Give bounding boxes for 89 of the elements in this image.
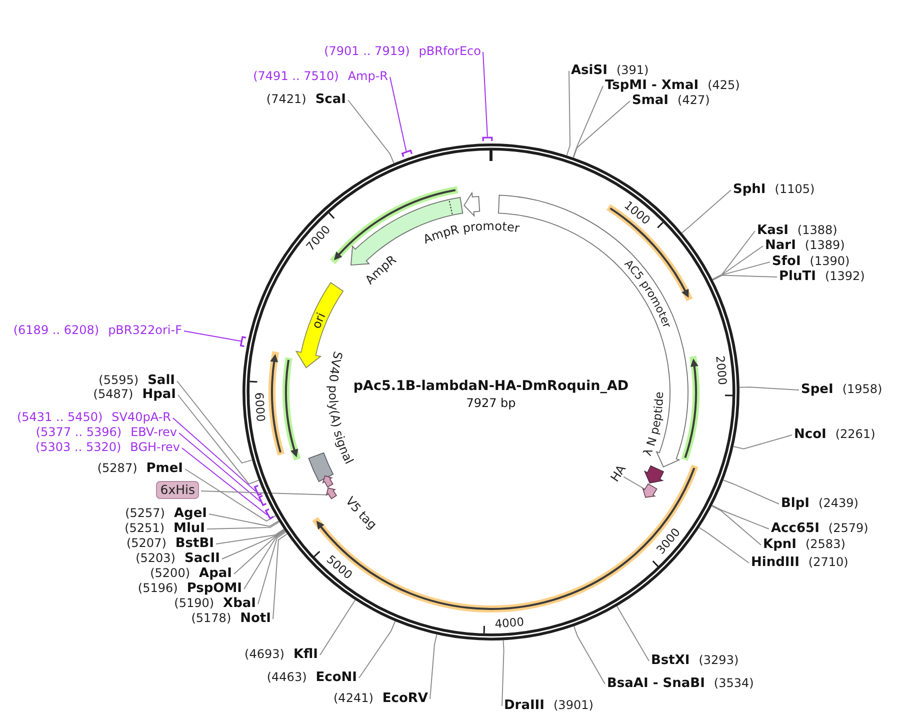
leader-line	[482, 52, 488, 138]
scale-label: 2000	[713, 355, 730, 386]
restriction-site-label: NarI (1389)	[765, 236, 845, 254]
restriction-site-label: PluTI (1392)	[779, 267, 865, 285]
leader-line	[184, 468, 276, 522]
primer-label: (7901 .. 7919) pBRforEco	[324, 42, 481, 60]
leader-line	[178, 394, 260, 485]
leader-line	[184, 330, 242, 342]
leader-line	[681, 190, 732, 234]
leader-line	[566, 70, 570, 156]
leader-line	[200, 490, 328, 496]
feature-label: AmpR promoter	[421, 218, 520, 247]
leader-line	[258, 532, 286, 604]
primer-label: (6189 .. 6208) pBR322ori-F	[13, 321, 182, 339]
leader-line	[738, 386, 800, 390]
leader-line	[502, 640, 504, 706]
leader-line	[573, 100, 630, 158]
restriction-site-label: (5251) MluI	[124, 519, 205, 537]
restriction-site-label: TspMI - XmaI (425)	[605, 76, 740, 94]
restriction-site-label: (7421) ScaI	[266, 90, 346, 108]
feature-label: HA	[608, 462, 629, 484]
leader-line	[206, 521, 280, 530]
restriction-site-label: BstXI (3293)	[651, 651, 739, 669]
leader-line	[712, 504, 770, 530]
restriction-site-label: DraIII (3901)	[504, 696, 594, 714]
restriction-site-label: (4693) KflI	[244, 645, 318, 663]
leader-line	[272, 533, 288, 620]
primer-label: (5377 .. 5396) EBV-rev	[36, 423, 177, 441]
restriction-site-label: AsiSI (391)	[571, 61, 649, 79]
leader-line	[348, 100, 394, 164]
restriction-site-label: SphI (1105)	[733, 180, 815, 198]
tag-feature	[326, 487, 337, 500]
leader-line	[616, 606, 650, 662]
leader-line	[732, 434, 792, 450]
leader-line	[320, 600, 356, 656]
restriction-site-label: (5287) PmeI	[97, 459, 183, 477]
restriction-site-label: SmaI (427)	[632, 91, 710, 109]
restriction-site-label: (5200) ApaI	[150, 564, 232, 582]
scale-label: 4000	[494, 614, 524, 631]
leader-line	[572, 86, 604, 158]
leader-line	[208, 514, 280, 527]
restriction-site-label: (4241) EcoRV	[334, 689, 428, 707]
leader-line	[698, 527, 750, 564]
restriction-site-label: (5257) AgeI	[125, 504, 207, 522]
leader-line	[573, 626, 606, 684]
restriction-site-label: (5207) BstBI	[126, 534, 214, 552]
plasmid-name: pAc5.1B-lambdaN-HA-DmRoquin_AD	[353, 378, 629, 394]
restriction-site-label: (5178) NotI	[191, 609, 271, 627]
primer-label: (5431 .. 5450) SV40pA-R	[16, 408, 171, 426]
leader-line	[712, 230, 756, 280]
plasmid-length: 7927 bp	[466, 396, 516, 410]
leader-line	[178, 432, 261, 502]
scale-label: 6000	[252, 392, 268, 422]
primer-mark	[240, 336, 246, 348]
feature-label: ori	[309, 310, 328, 330]
leader-line	[172, 418, 256, 492]
leader-line	[623, 476, 645, 490]
leader-line	[712, 262, 770, 280]
feature-label: 6xHis	[156, 481, 199, 499]
restriction-site-label: (5203) SacII	[136, 549, 220, 567]
restriction-site-label: (5196) PspOMI	[138, 579, 242, 597]
primer-mark	[482, 136, 493, 142]
leader-line	[711, 506, 762, 546]
leader-line	[216, 528, 284, 544]
restriction-site-label: (5190) XbaI	[174, 594, 256, 612]
leader-line	[712, 246, 764, 280]
restriction-site-label: SpeI (1958)	[801, 380, 882, 398]
leader-line	[182, 448, 268, 516]
leader-line	[234, 530, 286, 574]
restriction-site-label: HindIII (2710)	[751, 553, 848, 571]
leader-line	[222, 529, 285, 560]
restriction-site-label: NcoI (2261)	[794, 425, 876, 443]
leader-line	[358, 620, 396, 678]
restriction-site-label: BsaAI - SnaBI (3534)	[607, 674, 754, 692]
leader-line	[176, 380, 252, 464]
primer-label: (5303 .. 5320) BGH-rev	[35, 438, 180, 456]
leader-line	[244, 530, 286, 590]
leader-line	[430, 634, 438, 700]
leader-line	[390, 76, 407, 152]
restriction-site-label: BlpI (2439)	[781, 494, 858, 512]
leader-line	[712, 274, 778, 281]
restriction-site-label: (4463) EcoNI	[266, 668, 357, 686]
restriction-site-label: SfoI (1390)	[772, 252, 850, 270]
restriction-site-label: KpnI (2583)	[763, 535, 846, 553]
primer-label: (7491 .. 7510) Amp-R	[253, 67, 388, 85]
restriction-site-label: KasI (1388)	[757, 221, 838, 239]
leader-line	[722, 480, 780, 504]
restriction-site-label: Acc65I (2579)	[771, 519, 868, 537]
tag-feature	[642, 483, 658, 498]
